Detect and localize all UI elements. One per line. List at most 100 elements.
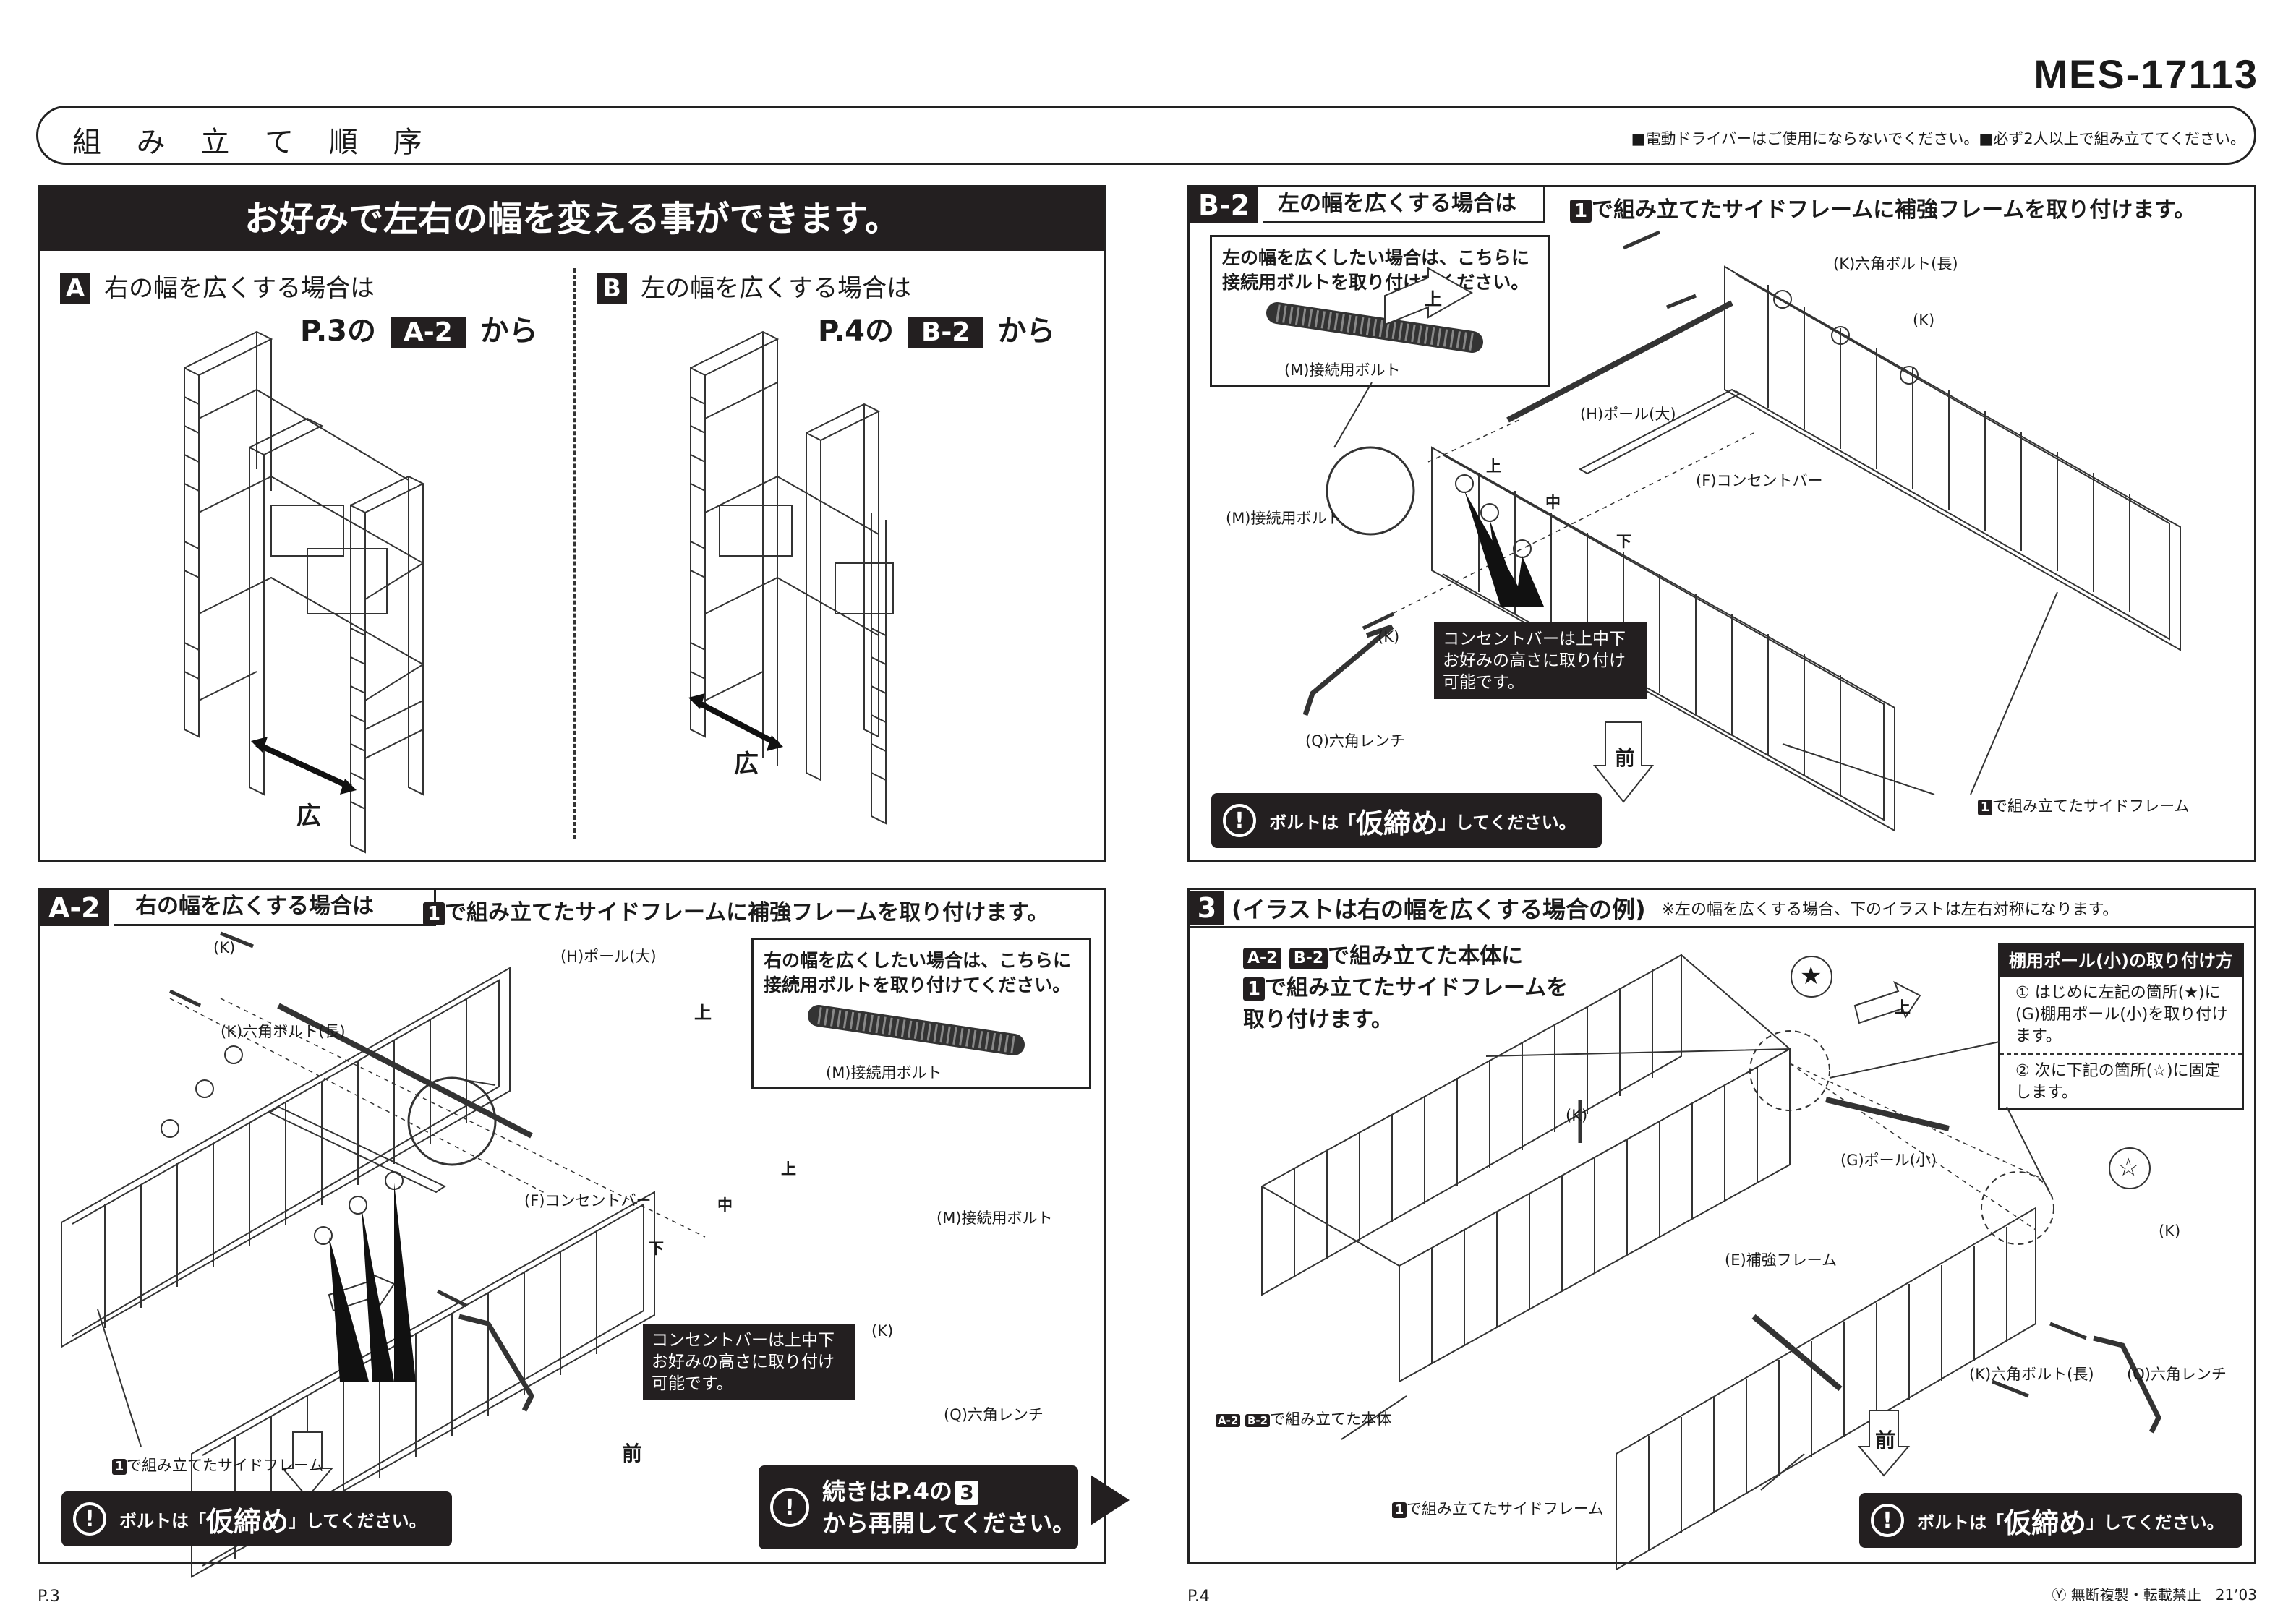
a2-label-down: 下	[649, 1240, 664, 1257]
step3-warning: ! ボルトは「 仮締め 」してください。	[1859, 1493, 2242, 1548]
a2-warn-strong: 仮締め	[206, 1505, 289, 1538]
option-a: A 右の幅を広くする場合は	[60, 268, 375, 304]
step3-label-wrench: (Q)六角レンチ	[2127, 1366, 2227, 1383]
copyright: Ⓨ 無断複製・転載禁止 21’03	[2052, 1586, 2257, 1603]
b2-side-text: で組み立てたサイドフレーム	[1992, 797, 2190, 815]
b2-label-front-arrow: 前	[1615, 746, 1636, 770]
star-icon: ★	[1800, 962, 1822, 990]
a2-callout-text: 右の幅を広くしたい場合は、こちらに接続用ボルトを取り付けてください。	[764, 950, 1072, 995]
step3-shelf-pole-box: 棚用ポール(小)の取り付け方 ① はじめに左記の箇所(★)に(G)棚用ポール(小…	[1998, 943, 2244, 1110]
step3-note: ※左の幅を広くする場合、下のイラストは左右対称になります。	[1661, 901, 2119, 919]
step3-num: 3	[1190, 891, 1224, 925]
a2-warn-pre: ボルトは「	[119, 1510, 206, 1531]
step3-label-k2: (K)	[2159, 1222, 2181, 1240]
a2-warning: ! ボルトは「 仮締め 」してください。	[61, 1491, 452, 1546]
b2-instruction-text: で組み立てたサイドフレームに補強フレームを取り付けます。	[1592, 197, 2196, 223]
wide-label-a: 広	[296, 802, 321, 831]
step3-box-step1: ① はじめに左記の箇所(★)に(G)棚用ポール(小)を取り付けます。	[2000, 977, 2242, 1055]
header-bar	[36, 106, 2256, 165]
a2-label-k: (K)	[213, 939, 236, 956]
b2-title-box: 左の幅を広くする場合は	[1263, 187, 1545, 223]
b2-label-k-long: (K)六角ボルト(長)	[1833, 255, 1958, 273]
a2-label-outlet: (F)コンセントバー	[524, 1192, 652, 1209]
divider	[573, 268, 576, 839]
step3-title: (イラストは右の幅を広くする場合の例)	[1232, 896, 1646, 923]
info-icon: !	[770, 1488, 809, 1527]
option-a-ref-tag: A-2	[390, 317, 466, 348]
a2-callout-bolt	[808, 1005, 1025, 1055]
step3-lead-l1: で組み立てた本体に	[1328, 943, 1524, 969]
step3-heading: 3 (イラストは右の幅を広くする場合の例) ※左の幅を広くする場合、下のイラスト…	[1190, 890, 2118, 926]
step3-illustration	[1261, 954, 2161, 1571]
page-number-4: P.4	[1187, 1588, 1210, 1606]
rack-illustration-b	[688, 330, 894, 825]
step3-side-text: で組み立てたサイドフレーム	[1407, 1500, 1604, 1517]
a2-warn-post: 」してください。	[289, 1510, 427, 1531]
step3-warn-strong: 仮締め	[2004, 1507, 2087, 1539]
a2-outlet-note: コンセントバーは上中下お好みの高さに取り付け可能です。	[643, 1324, 855, 1400]
b2-label-wrench: (Q)六角レンチ	[1305, 732, 1405, 750]
warning-icon: !	[1871, 1504, 1904, 1537]
a2-continue-line1: 続きはP.4の	[822, 1478, 953, 1505]
step3-box-step2: ② 次に下記の箇所(☆)に固定します。	[2015, 1062, 2221, 1102]
step3-label-front-arrow: 前	[1875, 1429, 1896, 1452]
panel-step3: 3 (イラストは右の幅を広くする場合の例) ※左の幅を広くする場合、下のイラスト…	[1187, 888, 2256, 1571]
a2-label-k2: (K)	[871, 1322, 894, 1340]
b2-callout-text: 左の幅を広くしたい場合は、こちらに接続用ボルトを取り付けてください。	[1222, 247, 1530, 293]
option-a-page: P.3の	[300, 314, 376, 348]
a2-label-up: 上	[781, 1160, 796, 1178]
b2-label-top-arrow: 上	[1425, 289, 1442, 309]
option-a-tag: A	[60, 273, 90, 304]
step3-body-text: で組み立てた本体	[1270, 1410, 1392, 1428]
b2-illustration	[1302, 230, 2181, 832]
b2-label-down: 下	[1616, 533, 1631, 550]
a2-title: 右の幅を広くする場合は	[135, 894, 374, 919]
page-title: 組 み 立 て 順 序	[72, 126, 435, 159]
option-a-text: 右の幅を広くする場合は	[104, 274, 375, 303]
a2-callout-box: 右の幅を広くしたい場合は、こちらに接続用ボルトを取り付けてください。 (M)接続…	[751, 938, 1091, 1089]
step3-box-title: 棚用ポール(小)の取り付け方	[2000, 945, 2242, 977]
step3-ref1: A-2	[1243, 948, 1282, 969]
a2-continue-line2: から再開してください。	[822, 1509, 1076, 1537]
option-b-ref-tag: B-2	[908, 317, 983, 348]
step3-top-rule	[1190, 926, 2254, 928]
option-b-tag: B	[597, 273, 627, 304]
step3-label-k: (K)	[1566, 1107, 1588, 1124]
a2-label-m: (M)接続用ボルト	[936, 1209, 1053, 1227]
a2-label-k-long: (K)六角ボルト(長)	[221, 1023, 346, 1040]
a2-label-front-arrow: 前	[622, 1442, 643, 1465]
a2-side-num: 1	[112, 1459, 127, 1475]
option-b-page: P.4の	[818, 314, 894, 348]
a2-title-box: 右の幅を広くする場合は	[114, 890, 436, 926]
panel-width-choice: お好みで左右の幅を変える事ができます。 A 右の幅を広くする場合は P.3の A…	[38, 185, 1106, 862]
b2-tag: B-2	[1190, 187, 1259, 223]
b2-heading: B-2	[1190, 187, 1259, 223]
a2-heading: A-2	[40, 890, 109, 926]
step3-lead-l3: 取り付けます。	[1243, 1007, 1393, 1032]
a2-step-num: 1	[423, 902, 445, 925]
step3-label-top-arrow: 上	[1895, 999, 1911, 1017]
rack-illustration-a	[184, 330, 425, 854]
panel-banner: お好みで左右の幅を変える事ができます。	[40, 187, 1104, 251]
step3-body-ref2: B-2	[1245, 1414, 1271, 1427]
b2-warn-pre: ボルトは「	[1269, 812, 1356, 833]
step3-side-num: 1	[1392, 1502, 1407, 1518]
b2-label-outlet: (F)コンセントバー	[1696, 472, 1823, 489]
step3-lead-l2: で組み立てたサイドフレームを	[1265, 975, 1569, 1001]
a2-callout-part: (M)接続用ボルト	[826, 1064, 942, 1082]
a2-side-text: で組み立てたサイドフレーム	[127, 1457, 324, 1474]
star-outline-icon: ☆	[2117, 1153, 2140, 1182]
b2-outlet-note: コンセントバーは上中下お好みの高さに取り付け可能です。	[1434, 622, 1647, 699]
step3-label-k-long: (K)六角ボルト(長)	[1969, 1366, 2094, 1383]
b2-warning: ! ボルトは「 仮締め 」してください。	[1211, 793, 1602, 848]
step3-label-e: (E)補強フレーム	[1725, 1251, 1838, 1269]
wide-label-b: 広	[734, 750, 759, 779]
b2-label-k2: (K)	[1378, 628, 1400, 646]
